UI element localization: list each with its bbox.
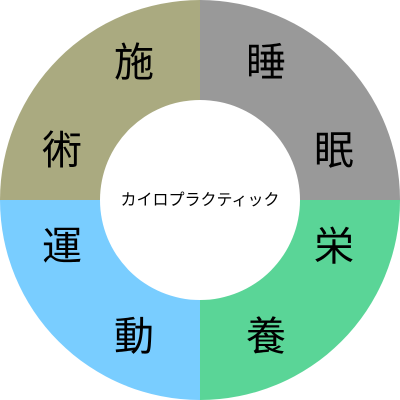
label-treatment-char-1: 施: [114, 40, 154, 86]
center-hole: [100, 100, 300, 300]
label-nutrition-char-1: 栄: [314, 224, 354, 270]
label-treatment-char-2: 術: [42, 128, 82, 174]
label-sleep-char-2: 眠: [314, 128, 354, 174]
label-exercise-char-2: 動: [114, 314, 154, 360]
label-exercise-char-1: 運: [42, 224, 82, 270]
label-nutrition-char-2: 養: [246, 314, 286, 360]
label-sleep-char-1: 睡: [246, 40, 286, 86]
center-label: カイロプラクティック: [120, 190, 280, 209]
